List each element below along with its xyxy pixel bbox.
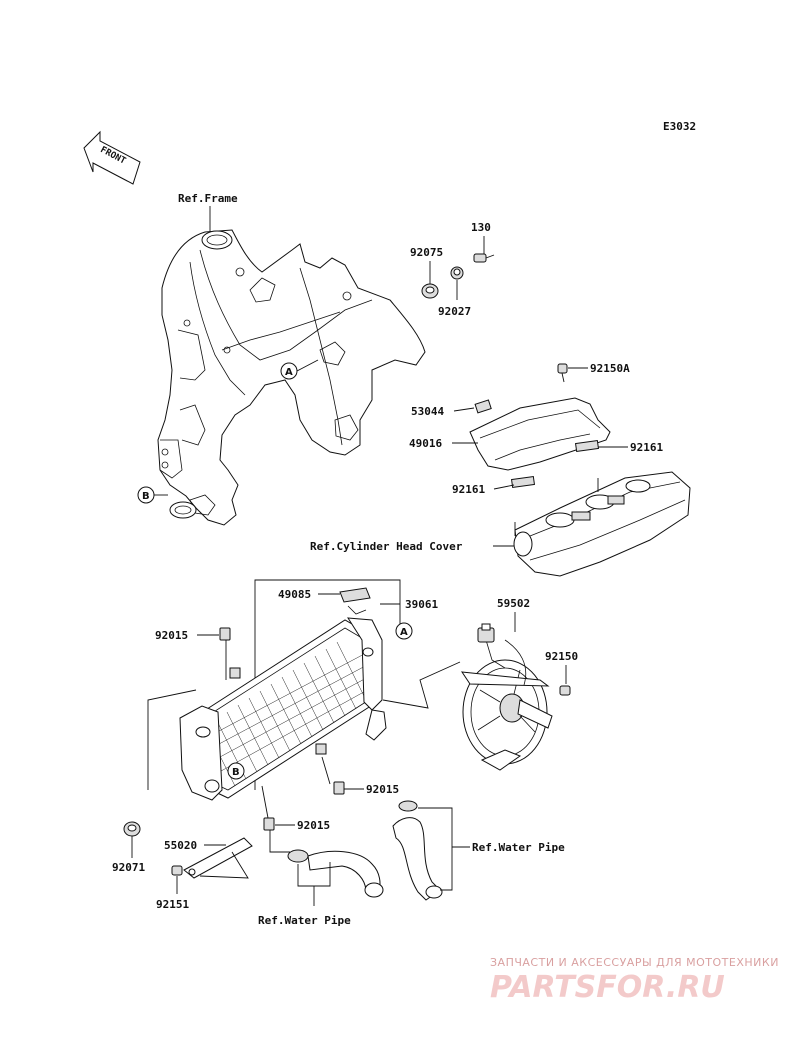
part-92151-label: 92151: [156, 898, 189, 911]
radiator-cap-49085-icon: [339, 587, 371, 615]
part-59502-label: 59502: [497, 597, 530, 610]
part-92150a-label: 92150A: [590, 362, 630, 375]
ref-water-pipe-bottom-label: Ref.Water Pipe: [258, 914, 351, 927]
bolt-92150a-icon: [557, 363, 568, 383]
cooling-fan-59502: [460, 623, 553, 771]
pad-92161-left-icon: [510, 475, 536, 489]
bracket-55020: [183, 837, 253, 879]
svg-text:B: B: [142, 491, 150, 502]
ref-water-pipe-right-label: Ref.Water Pipe: [472, 841, 565, 854]
ref-cylinder-head-cover-label: Ref.Cylinder Head Cover: [310, 540, 463, 553]
water-hose-right: [392, 800, 443, 901]
ref-frame-label: Ref.Frame: [178, 192, 238, 205]
watermark: ЗАПЧАСТИ И АКСЕССУАРЫ ДЛЯ МОТОТЕХНИКИ PA…: [490, 956, 779, 1005]
svg-text:A: A: [400, 627, 408, 638]
cylinder-head-cover-illustration: [513, 471, 691, 577]
frame-illustration: Ref.Frame: [157, 192, 426, 526]
callout-b-radiator: B: [227, 762, 245, 780]
bolt-92150-icon: [559, 685, 571, 696]
part-92150-label: 92150: [545, 650, 578, 663]
part-39061-label: 39061: [405, 598, 438, 611]
pad-92161-right-icon: [574, 439, 600, 453]
part-53044-label: 53044: [411, 405, 444, 418]
nut-92015-top-icon: [219, 627, 231, 641]
part-49085-label: 49085: [278, 588, 311, 601]
part-130-label: 130: [471, 221, 491, 234]
part-92027-label: 92027: [438, 305, 471, 318]
diagram-code: E3032: [663, 120, 696, 133]
part-92075-label: 92075: [410, 246, 443, 259]
radiator-39061: [179, 617, 387, 801]
rubber-damper-92075-icon: [421, 283, 439, 299]
part-92161-left-label: 92161: [452, 483, 485, 496]
water-hose-bottom: [287, 849, 384, 898]
callout-b-frame: B: [137, 486, 155, 504]
part-92015-top-label: 92015: [155, 629, 188, 642]
heat-guard-49016: [469, 397, 611, 471]
part-92015-right-label: 92015: [366, 783, 399, 796]
part-92071-label: 92071: [112, 861, 145, 874]
collar-92027-icon: [450, 266, 464, 280]
grommet-92071-icon: [123, 821, 141, 837]
front-arrow-icon: FRONT: [83, 130, 141, 185]
part-92015-bottom-label: 92015: [297, 819, 330, 832]
bolt-130-icon: [473, 253, 495, 263]
nut-92015-bottom-icon: [263, 817, 275, 831]
callout-a-frame: A: [280, 362, 298, 380]
svg-text:A: A: [285, 367, 293, 378]
part-49016-label: 49016: [409, 437, 442, 450]
callout-a-radiator: A: [395, 622, 413, 640]
svg-text:B: B: [232, 767, 240, 778]
part-92161-right-label: 92161: [630, 441, 663, 454]
pad-53044-icon: [474, 399, 492, 414]
bolt-92151-icon: [171, 865, 183, 876]
nut-92015-right-icon: [333, 781, 345, 795]
watermark-tagline: ЗАПЧАСТИ И АКСЕССУАРЫ ДЛЯ МОТОТЕХНИКИ: [490, 956, 779, 969]
part-55020-label: 55020: [164, 839, 197, 852]
watermark-brand: PARTSFOR.RU: [490, 970, 725, 1005]
